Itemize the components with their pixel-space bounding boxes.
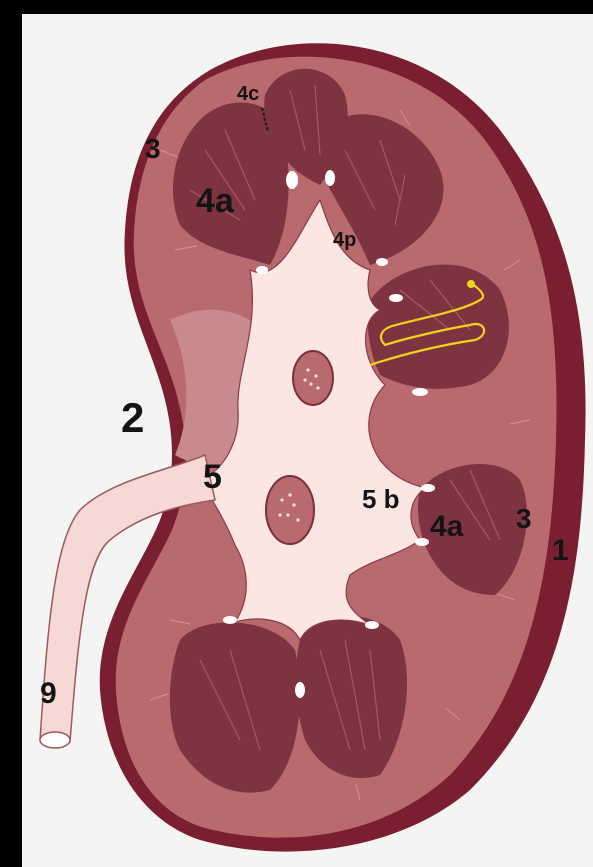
label-5b: 5 b [362, 484, 400, 514]
label-4a-top: 4a [196, 182, 235, 220]
ureter-opening [40, 732, 70, 748]
label-5: 5 [203, 458, 222, 496]
label-4c: 4c [237, 83, 259, 105]
label-2: 2 [121, 394, 144, 441]
label-4a-right: 4a [430, 510, 464, 543]
vessel-lower [266, 476, 314, 544]
glomerulus [467, 280, 475, 288]
label-4p: 4p [333, 229, 356, 251]
label-3-right: 3 [516, 503, 532, 534]
vessel-upper [293, 351, 333, 405]
label-1: 1 [552, 534, 569, 567]
label-9: 9 [40, 677, 57, 710]
label-3-top: 3 [145, 133, 161, 164]
